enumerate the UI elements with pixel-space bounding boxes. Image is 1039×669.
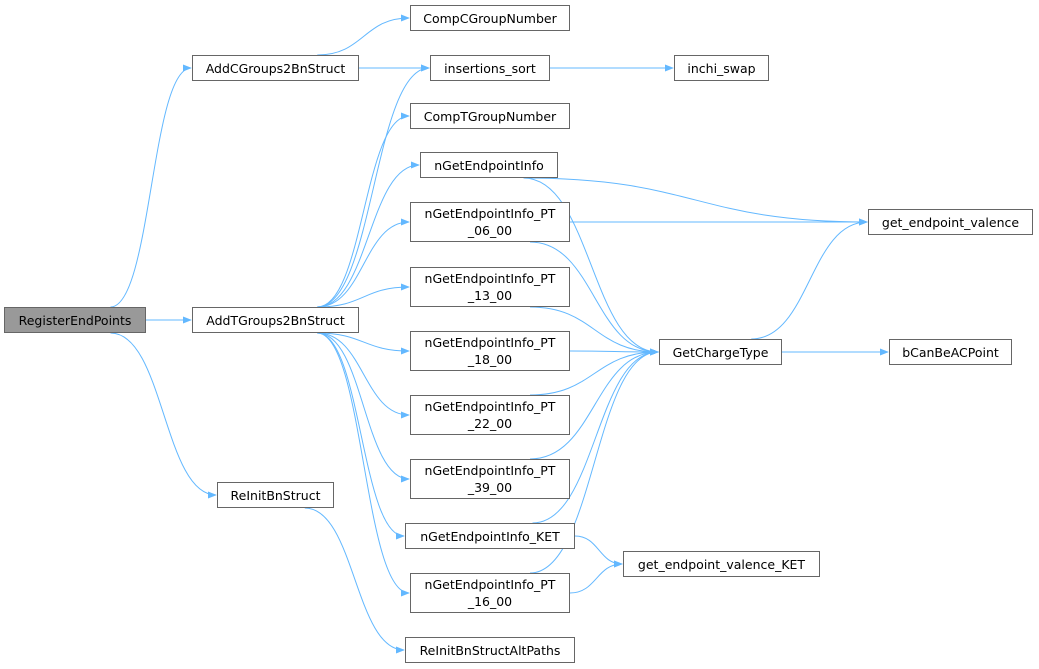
node-register-end-points: RegisterEndPoints — [4, 307, 146, 333]
node-n-get-endpoint-info-pt-16-00[interactable]: nGetEndpointInfo_PT _16_00 — [410, 573, 570, 613]
edge-n2-n15 — [317, 332, 410, 597]
edge-n2-n10 — [317, 283, 410, 308]
edge-n9-n17 — [529, 241, 659, 356]
edge-n2-n9 — [317, 218, 410, 308]
edge-n8-n17 — [523, 177, 659, 356]
node-n-get-endpoint-info[interactable]: nGetEndpointInfo — [420, 152, 558, 178]
edge-n15-n19 — [569, 560, 623, 594]
node-get-endpoint-valence-ket[interactable]: get_endpoint_valence_KET — [623, 551, 820, 577]
node-n-get-endpoint-info-pt-06-00[interactable]: nGetEndpointInfo_PT _06_00 — [410, 202, 570, 242]
node-n-get-endpoint-info-pt-39-00[interactable]: nGetEndpointInfo_PT _39_00 — [410, 459, 570, 499]
node-add-c-groups-2-bn-struct[interactable]: AddCGroups2BnStruct — [192, 55, 359, 81]
edge-n2-n14 — [317, 332, 405, 540]
node-n-get-endpoint-info-pt-18-00[interactable]: nGetEndpointInfo_PT _18_00 — [410, 331, 570, 371]
node-add-t-groups-2-bn-struct[interactable]: AddTGroups2BnStruct — [192, 307, 359, 333]
edge-n12-n17 — [529, 348, 659, 396]
node-re-init-bn-struct-alt-paths[interactable]: ReInitBnStructAltPaths — [405, 637, 575, 663]
edge-n2-n12 — [317, 332, 410, 419]
edge-n2-n5 — [317, 64, 430, 308]
edge-n17-n16 — [751, 218, 868, 340]
edge-n15-n17 — [529, 348, 659, 574]
node-get-charge-type[interactable]: GetChargeType — [659, 339, 782, 365]
node-b-can-be-ac-point[interactable]: bCanBeACPoint — [889, 339, 1012, 365]
edge-n2-n8 — [317, 161, 420, 308]
edges-layer — [110, 14, 889, 654]
edge-n0-n1 — [110, 64, 192, 308]
node-get-endpoint-valence[interactable]: get_endpoint_valence — [868, 209, 1033, 235]
node-comp-c-group-number[interactable]: CompCGroupNumber — [410, 5, 570, 31]
edge-n2-n7 — [317, 112, 410, 308]
node-n-get-endpoint-info-pt-22-00[interactable]: nGetEndpointInfo_PT _22_00 — [410, 395, 570, 435]
edge-n13-n17 — [529, 348, 659, 460]
node-insertions-sort[interactable]: insertions_sort — [430, 55, 550, 81]
node-re-init-bn-struct[interactable]: ReInitBnStruct — [217, 482, 334, 508]
node-n-get-endpoint-info-pt-13-00[interactable]: nGetEndpointInfo_PT _13_00 — [410, 267, 570, 307]
edge-n3-n20 — [304, 507, 405, 654]
edge-n2-n11 — [317, 332, 410, 355]
node-comp-t-group-number[interactable]: CompTGroupNumber — [410, 103, 570, 129]
edge-n8-n16 — [523, 177, 868, 226]
edge-n11-n17 — [569, 348, 659, 356]
edge-n14-n17 — [532, 348, 659, 524]
edge-n0-n3 — [110, 332, 217, 499]
edge-n2-n13 — [317, 332, 410, 483]
edge-n1-n4 — [317, 14, 410, 56]
node-n-get-endpoint-info-ket[interactable]: nGetEndpointInfo_KET — [405, 523, 575, 549]
node-inchi-swap[interactable]: inchi_swap — [674, 55, 769, 81]
edge-n14-n19 — [574, 535, 623, 568]
edge-n10-n17 — [529, 306, 659, 356]
